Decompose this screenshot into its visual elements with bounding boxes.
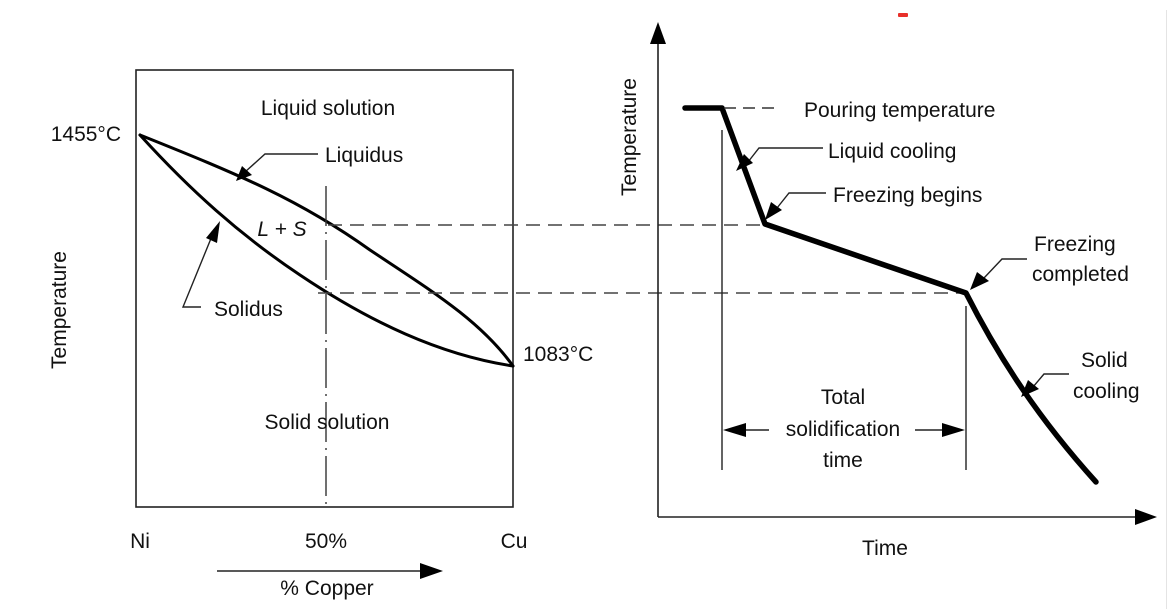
liquidus-arrowhead	[236, 166, 252, 181]
cooling-x-label: Time	[862, 537, 908, 560]
solidus-curve	[138, 133, 515, 368]
liquidus-leader	[244, 153, 318, 173]
pouring-temperature-label: Pouring temperature	[804, 99, 995, 122]
freezing-begins-arrowhead	[765, 202, 782, 220]
solid-cooling-label-1: Solid	[1081, 349, 1128, 372]
phase-diagram-frame	[135, 69, 514, 508]
freezing-completed-arrowhead	[970, 272, 989, 290]
solidification-arrow-right-head	[942, 423, 965, 437]
freezing-completed-leader	[983, 258, 1027, 279]
cu-melting-point-label: 1083°C	[523, 343, 593, 366]
red-mark	[898, 13, 908, 17]
x-tick-cu: Cu	[501, 530, 528, 553]
liquid-cooling-arrowhead	[736, 154, 753, 171]
phase-diagram: Liquidus Solidus Liquid solution L + S S…	[48, 69, 593, 600]
solid-cooling-leader	[1032, 373, 1069, 388]
solid-cooling-label-2: cooling	[1073, 380, 1140, 403]
solidification-arrow-left-head	[723, 423, 746, 437]
y-axis-arrowhead	[650, 22, 666, 44]
x-axis-arrowhead	[1135, 509, 1157, 525]
total-solidification-label-3: time	[823, 449, 863, 472]
liquidus-curve	[138, 133, 515, 368]
total-solidification-label-2: solidification	[786, 418, 900, 441]
liquid-cooling-label: Liquid cooling	[828, 140, 956, 163]
cooling-curve	[682, 105, 1099, 485]
freezing-completed-label-2: completed	[1032, 263, 1129, 286]
phase-diagram-y-label: Temperature	[48, 251, 71, 369]
freezing-begins-label: Freezing begins	[833, 184, 982, 207]
solid-cooling-arrowhead	[1021, 380, 1039, 397]
freezing-begins-leader	[776, 192, 826, 209]
liquidus-label: Liquidus	[325, 144, 403, 167]
page-edge	[1166, 10, 1167, 609]
freezing-completed-label-1: Freezing	[1034, 233, 1116, 256]
cooling-curve-chart: Temperature Time Pouring temperature Liq…	[618, 22, 1157, 560]
copper-arrow-head	[420, 563, 443, 579]
solidus-arrowhead	[206, 221, 220, 243]
solidus-label: Solidus	[214, 298, 283, 321]
x-tick-50: 50%	[305, 530, 347, 553]
solid-region-label: Solid solution	[265, 411, 390, 434]
two-phase-region-label: L + S	[257, 218, 306, 241]
phase-diagram-x-label: % Copper	[280, 577, 373, 600]
x-tick-ni: Ni	[130, 530, 150, 553]
ni-melting-point-label: 1455°C	[51, 123, 121, 146]
liquid-region-label: Liquid solution	[261, 97, 395, 120]
solidus-leader	[181, 235, 213, 308]
total-solidification-label-1: Total	[821, 386, 865, 409]
cooling-y-label: Temperature	[618, 78, 641, 196]
liquid-cooling-leader	[747, 147, 823, 163]
